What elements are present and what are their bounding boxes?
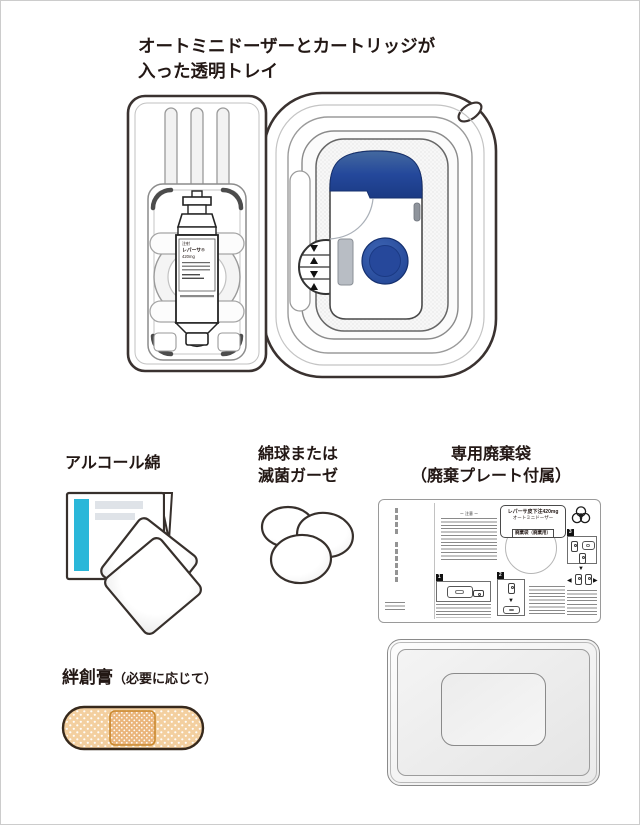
swab-pad-front <box>104 537 202 635</box>
tray-caption-line1: オートミニドーザーとカートリッジが <box>138 36 436 56</box>
cartridge-label-line2: レパーサ® <box>182 247 205 254</box>
bag-step3-diagram <box>567 536 597 564</box>
tray-right-pod <box>262 91 498 379</box>
bag-caution-heading: ー 注意 ー <box>459 511 479 516</box>
left-arrow-icon: ◀ <box>567 578 572 584</box>
bag-flap-vertical-text <box>395 542 398 582</box>
bag-product-use: 廃棄袋（廃棄用） <box>512 528 554 538</box>
cartridge-label-line3: 420mg <box>182 254 195 259</box>
bag-flap-divider <box>434 503 435 619</box>
disposal-bag-illustration: ー 注意 ー レパーサ皮下注420mg オートミニドーザー 廃棄袋（廃棄用） 3… <box>378 499 601 623</box>
bag-step3-number: 3 <box>567 529 574 536</box>
packet-cyan-stripe <box>74 499 89 571</box>
right-arrow-icon: ▶ <box>593 578 598 584</box>
tray-caption-line2: 入った透明トレイ <box>138 61 278 81</box>
bandage-caption: 絆創膏（必要に応じて） <box>62 663 217 688</box>
bag-caption: 専用廃棄袋 （廃棄プレート付属） <box>386 444 596 488</box>
alcohol-caption: アルコール綿 <box>65 455 161 472</box>
auto-mini-doser <box>329 150 423 320</box>
bag-flap-fine-print <box>385 602 405 610</box>
tray-ribs <box>164 107 230 191</box>
cartridge-label-line1: 注射 <box>182 240 190 246</box>
bandage-caption-main: 絆創膏 <box>62 668 113 687</box>
bag-step2-caption <box>529 586 565 616</box>
tray-left-compartment: 注射 レパーサ® 420mg <box>126 94 268 373</box>
cotton-balls-illustration <box>260 505 354 585</box>
bag-step1-number: 1 <box>436 574 443 581</box>
bandage-illustration <box>61 705 205 751</box>
cotton-caption: 綿球または 滅菌ガーゼ <box>258 444 338 488</box>
bag-caption-line1: 専用廃棄袋 <box>450 446 531 463</box>
bag-caption-line2: （廃棄プレート付属） <box>410 468 571 485</box>
cartridge: 注射 レパーサ® 420mg <box>174 190 220 348</box>
bag-product-device: オートミニドーザー <box>512 515 554 520</box>
bag-product-name: レパーサ皮下注420mg <box>507 509 559 515</box>
alcohol-swab-illustration <box>65 491 202 635</box>
bag-step1-diagram <box>436 581 491 602</box>
blister-tray-illustration: 注射 レパーサ® 420mg <box>126 91 498 379</box>
bag-step3-device-icon <box>585 574 592 585</box>
device-window <box>337 238 354 286</box>
bag-caution-lines <box>441 518 497 562</box>
cotton-ball-3 <box>269 533 333 585</box>
hang-hole <box>457 101 483 123</box>
biohazard-icon <box>571 506 591 524</box>
plate-mid-edge <box>390 642 597 783</box>
bag-step2-number: 2 <box>497 572 504 579</box>
bag-step1-caption <box>436 604 491 618</box>
bag-step3-caption <box>567 590 597 601</box>
cotton-caption-line1: 綿球または <box>258 446 339 463</box>
bag-flap-vertical-text <box>395 508 398 534</box>
cartridge-label: 注射 レパーサ® 420mg <box>178 238 216 292</box>
bandage-pad <box>109 710 156 746</box>
bag-step3-caption <box>567 604 597 615</box>
plate-center-recess <box>441 673 546 746</box>
bag-caution-block: ー 注意 ー <box>441 511 497 563</box>
cotton-caption-line2: 滅菌ガーゼ <box>258 468 339 485</box>
bag-product-title-box: レパーサ皮下注420mg オートミニドーザー 廃棄袋（廃棄用） <box>500 505 566 538</box>
bag-step3-device-icon <box>575 574 582 585</box>
device-blue-cap <box>329 150 423 199</box>
disposal-plate-illustration <box>387 639 600 786</box>
tray-caption: オートミニドーザーとカートリッジが 入った透明トレイ <box>138 34 435 84</box>
bandage-caption-sub: （必要に応じて） <box>113 671 218 686</box>
down-arrow-icon: ▼ <box>578 566 584 572</box>
bag-step2-diagram: ▼ <box>497 579 525 616</box>
